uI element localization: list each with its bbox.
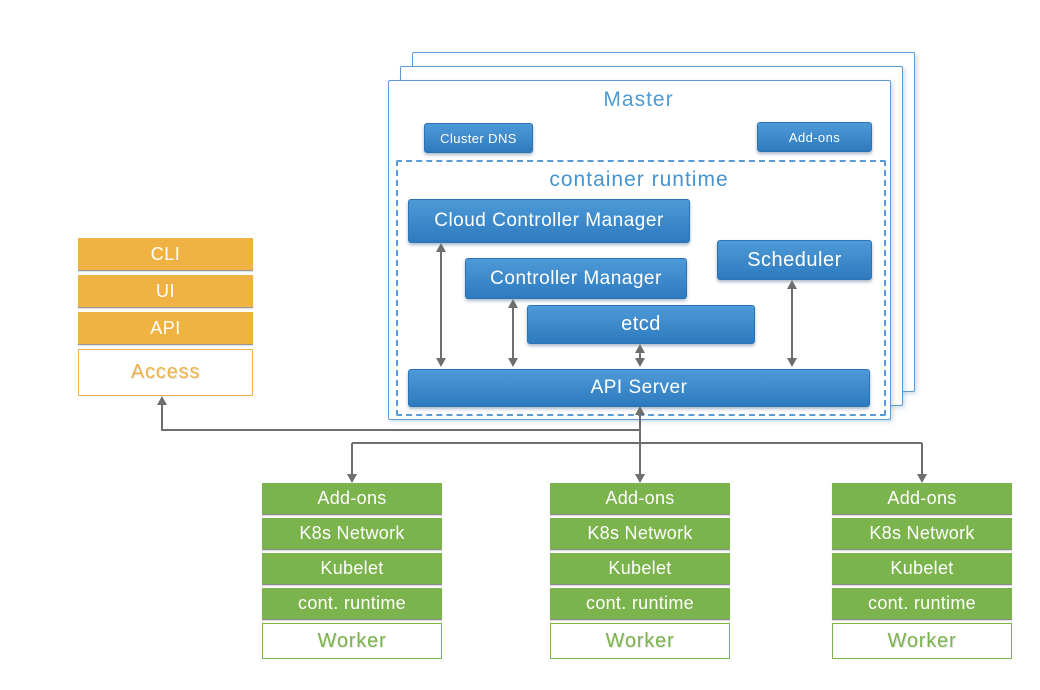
scheduler-box: Scheduler <box>717 240 872 280</box>
access-stack: CLI UI API Access <box>78 238 253 396</box>
connector-line <box>351 443 353 476</box>
connector-branch-workers <box>352 442 922 444</box>
arrow-line <box>791 287 793 360</box>
arrow-etcd-apiserver <box>635 344 645 367</box>
worker-row-k8s-network: K8s Network <box>262 518 442 550</box>
worker-row-kubelet: Kubelet <box>832 553 1012 585</box>
container-runtime-box <box>396 160 886 416</box>
worker-stack-3: Add-ons K8s Network Kubelet cont. runtim… <box>832 483 1012 659</box>
arrowhead-up-icon <box>787 280 797 289</box>
arrow-line <box>639 351 641 360</box>
connector-to-access <box>157 396 167 431</box>
etcd-box: etcd <box>527 305 755 344</box>
arrowhead-up-icon <box>157 396 167 405</box>
arrow-ccm-apiserver <box>436 243 446 367</box>
access-item-ui: UI <box>78 275 253 308</box>
cluster-dns-box: Cluster DNS <box>424 123 533 153</box>
worker-row-addons: Add-ons <box>550 483 730 515</box>
arrowhead-down-icon <box>787 358 797 367</box>
worker-row-cont-runtime: cont. runtime <box>262 588 442 620</box>
connector-to-worker1 <box>347 443 357 483</box>
arrowhead-down-icon <box>347 474 357 483</box>
arrowhead-down-icon <box>917 474 927 483</box>
worker-row-kubelet: Kubelet <box>262 553 442 585</box>
arrow-controllermanager-apiserver <box>508 299 518 367</box>
cloud-controller-manager-box: Cloud Controller Manager <box>408 199 690 243</box>
master-addons-box: Add-ons <box>757 122 872 152</box>
arrowhead-up-icon <box>635 344 645 353</box>
controller-manager-box: Controller Manager <box>465 258 687 299</box>
connector-to-worker3 <box>917 443 927 483</box>
worker-row-cont-runtime: cont. runtime <box>550 588 730 620</box>
access-base-label: Access <box>78 349 253 396</box>
worker-stack-1: Add-ons K8s Network Kubelet cont. runtim… <box>262 483 442 659</box>
worker-row-addons: Add-ons <box>262 483 442 515</box>
api-server-box: API Server <box>408 369 870 407</box>
arrowhead-down-icon <box>635 474 645 483</box>
arrowhead-down-icon <box>508 358 518 367</box>
worker-stack-2: Add-ons K8s Network Kubelet cont. runtim… <box>550 483 730 659</box>
arrow-line <box>440 250 442 360</box>
connector-line <box>921 443 923 476</box>
worker-row-cont-runtime: cont. runtime <box>832 588 1012 620</box>
worker-row-k8s-network: K8s Network <box>832 518 1012 550</box>
worker-row-addons: Add-ons <box>832 483 1012 515</box>
connector-line <box>639 413 641 476</box>
arrowhead-down-icon <box>635 358 645 367</box>
worker-row-k8s-network: K8s Network <box>550 518 730 550</box>
access-item-cli: CLI <box>78 238 253 271</box>
arrowhead-down-icon <box>436 358 446 367</box>
worker-row-kubelet: Kubelet <box>550 553 730 585</box>
arrowhead-up-icon <box>635 406 645 415</box>
arrow-scheduler-apiserver <box>787 280 797 367</box>
worker-base-label: Worker <box>832 623 1012 659</box>
access-item-api: API <box>78 312 253 345</box>
connector-apiserver-worker2 <box>635 406 645 483</box>
arrow-line <box>512 306 514 360</box>
arrowhead-up-icon <box>436 243 446 252</box>
worker-base-label: Worker <box>262 623 442 659</box>
worker-base-label: Worker <box>550 623 730 659</box>
connector-branch-access <box>162 429 640 431</box>
master-title: Master <box>603 88 674 111</box>
arrowhead-up-icon <box>508 299 518 308</box>
container-runtime-title: container runtime <box>549 168 729 191</box>
connector-line <box>161 403 163 431</box>
